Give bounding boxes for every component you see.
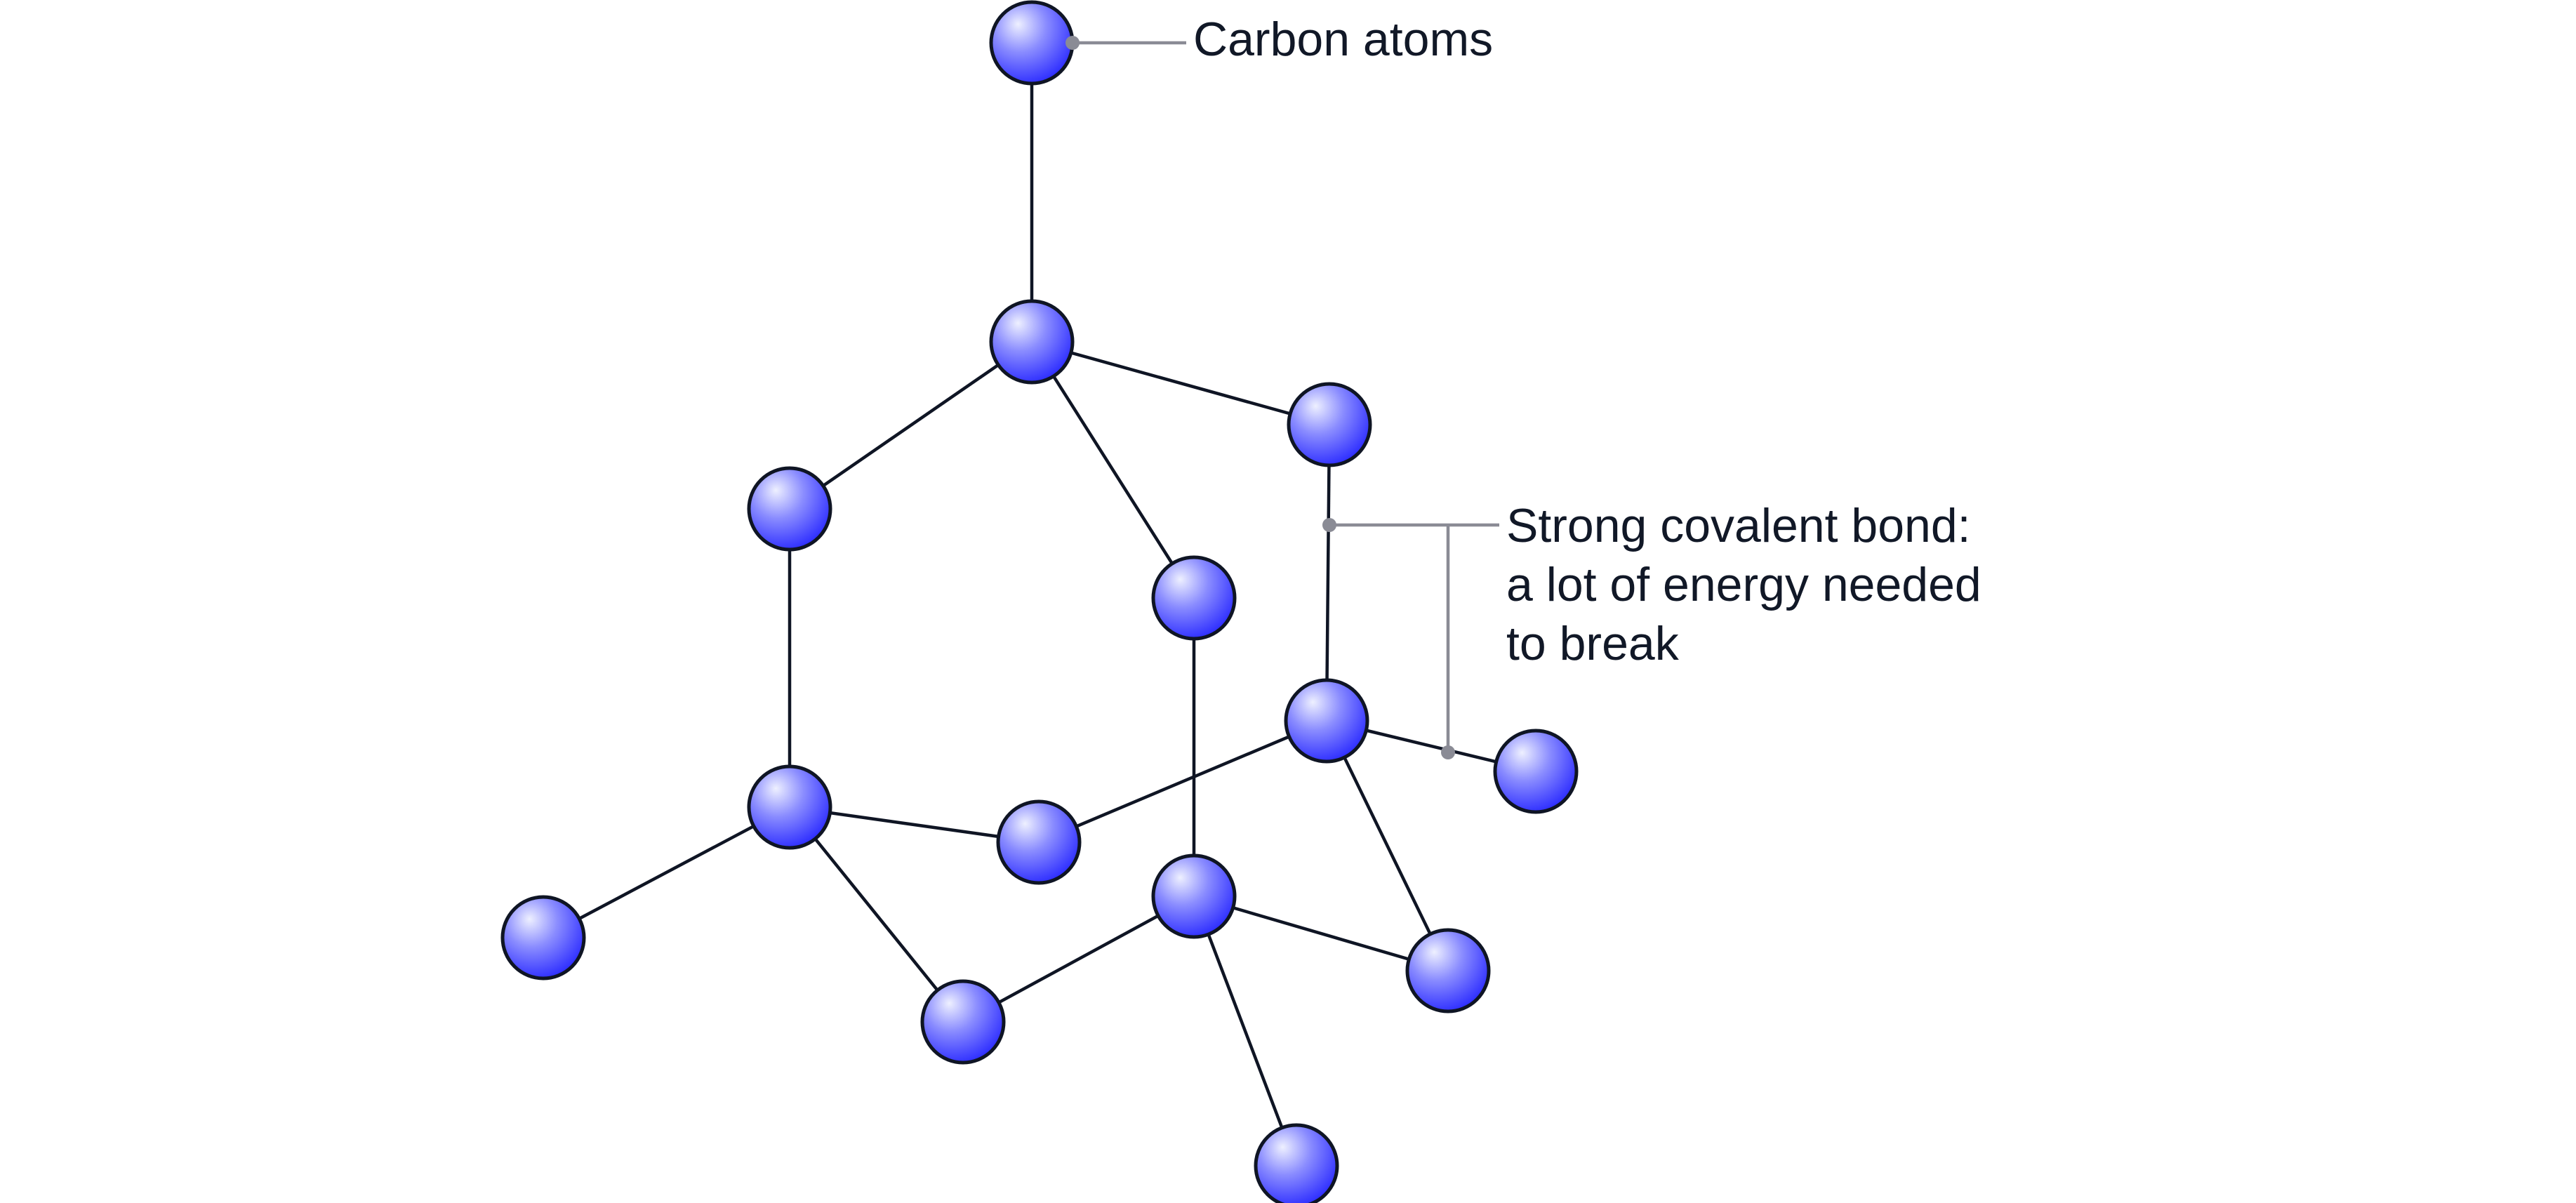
annotation-leaders xyxy=(1073,41,1499,752)
bond-a6-a12 xyxy=(1324,720,1450,971)
covalent-bond-label-leader-dot xyxy=(1441,745,1455,759)
carbon-atom-a1 xyxy=(989,0,1075,86)
annotation-dots xyxy=(1065,36,1455,759)
carbon-atom-a5 xyxy=(1151,555,1237,641)
covalent-bond-label-leader-dot xyxy=(1322,518,1336,532)
carbon-atom-a12 xyxy=(1405,928,1491,1013)
covalent-bonds xyxy=(542,43,1536,1167)
carbon-atom-a7 xyxy=(1493,729,1579,814)
carbon-atom-a11 xyxy=(500,895,586,981)
bond-a8-a13 xyxy=(788,806,964,1023)
bond-a2-a3 xyxy=(1031,340,1330,427)
carbon-atoms-label-leader-dot xyxy=(1065,36,1080,50)
bond-a2-a5 xyxy=(1030,340,1195,599)
bond-a10-a12 xyxy=(1193,894,1449,973)
bond-a8-a11 xyxy=(542,806,791,939)
carbon-atom-a8 xyxy=(747,764,832,850)
bond-a10-a13 xyxy=(962,895,1195,1023)
bond-a6-a9 xyxy=(1038,719,1327,844)
carbon-atom-a3 xyxy=(1287,382,1372,467)
carbon-atoms-label: Carbon atoms xyxy=(1193,13,1494,66)
carbon-atom-a2 xyxy=(989,299,1075,385)
carbon-atom-a4 xyxy=(747,466,832,552)
carbon-atom-a6 xyxy=(1284,678,1369,764)
bond-a2-a4 xyxy=(788,340,1033,510)
carbon-atom-a10 xyxy=(1151,853,1237,939)
carbon-atom-a14 xyxy=(1254,1123,1339,1203)
bond-a3-a6 xyxy=(1324,424,1332,722)
bond-a10-a14 xyxy=(1192,896,1299,1167)
covalent-bond-label: Strong covalent bond: a lot of energy ne… xyxy=(1506,499,1981,670)
carbon-atom-a9 xyxy=(996,799,1082,885)
carbon-atoms xyxy=(500,0,1579,1203)
carbon-atom-a13 xyxy=(920,979,1006,1065)
